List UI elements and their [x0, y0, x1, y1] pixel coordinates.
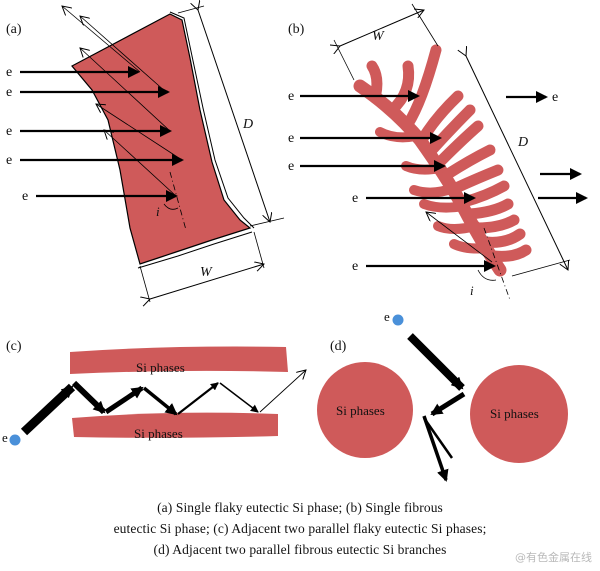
electron-label: e [352, 191, 358, 206]
incident-electron-arrows [300, 90, 496, 272]
caption-line: (d) Adjacent two parallel fibrous eutect… [153, 542, 447, 557]
dim-w-label: W [372, 29, 385, 44]
si-phase-top [70, 346, 288, 374]
dim-w-ext-right [253, 231, 265, 269]
si-phase-bottom-label: Si phases [134, 426, 183, 441]
panel-a-label: (a) [6, 22, 22, 37]
normal-line [169, 171, 187, 231]
dim-w-line [340, 10, 424, 46]
dim-w-ext-right [411, 3, 439, 47]
dim-w-ext-left [333, 39, 355, 81]
electron-dot [9, 434, 21, 446]
electron-label: e [384, 309, 390, 324]
panel-c-label: (c) [6, 339, 22, 354]
reflected-electron-arrows [62, 6, 183, 197]
flaky-si-phase [71, 13, 252, 265]
dim-w-label: W [200, 265, 213, 280]
panel-d: (d) Si phases Si phases e [317, 309, 568, 482]
si-phase-left-label: Si phases [336, 403, 385, 418]
electron-label: e [288, 89, 294, 104]
dim-w-line [150, 264, 264, 299]
dim-d-label: D [517, 135, 528, 150]
scattered-electron-path [407, 333, 466, 482]
dim-d-ext-bottom [249, 217, 285, 227]
figure-caption: (a) Single flaky eutectic Si phase; (b) … [0, 497, 600, 560]
transmitted-electron-arrows [506, 91, 588, 204]
electron-dot [392, 314, 404, 326]
electron-label: e [352, 259, 358, 274]
caption-line: (a) Single flaky eutectic Si phase; (b) … [157, 500, 443, 515]
reflected-electron-arrow [426, 212, 493, 263]
dim-d-line [466, 56, 568, 270]
dim-d-line [198, 10, 270, 222]
si-phase-top-label: Si phases [136, 360, 185, 375]
incidence-angle-arc [477, 269, 497, 281]
dim-d-ext-bottom [511, 259, 571, 277]
incidence-angle-arc [163, 203, 179, 210]
electron-label: e [6, 153, 12, 168]
electron-label: e [552, 90, 558, 105]
zigzag-electron-path [20, 370, 306, 436]
watermark: @有色金属在线 [515, 551, 592, 564]
dim-d-ext-top [177, 5, 205, 14]
panel-d-label: (d) [330, 339, 347, 354]
electron-label: e [288, 159, 294, 174]
panel-c: (c) Si phases Si phases e [2, 339, 306, 446]
panel-a: (a) D W e e e e e [6, 5, 285, 303]
panel-b: (b) W [288, 3, 588, 301]
si-phase-left [317, 362, 413, 458]
electron-label: e [6, 124, 12, 139]
dim-d-label: D [242, 117, 253, 132]
si-phase-bottom [72, 412, 278, 438]
electron-label: e [288, 131, 294, 146]
dim-w-ext-left [139, 265, 151, 303]
si-phase-right [470, 365, 568, 463]
electron-label: e [2, 430, 8, 445]
incidence-angle-label: i [470, 283, 474, 298]
electron-label: e [6, 65, 12, 80]
electron-label: e [22, 189, 28, 204]
fibrous-si-phase [353, 44, 532, 277]
incident-electron-arrows [20, 66, 184, 202]
si-phase-right-label: Si phases [490, 406, 539, 421]
electron-label: e [6, 85, 12, 100]
figure-diagram: (a) D W e e e e e [2, 0, 588, 482]
incidence-angle-label: i [156, 204, 160, 219]
caption-line: eutectic Si phase; (c) Adjacent two para… [113, 521, 487, 536]
panel-b-label: (b) [288, 22, 305, 37]
